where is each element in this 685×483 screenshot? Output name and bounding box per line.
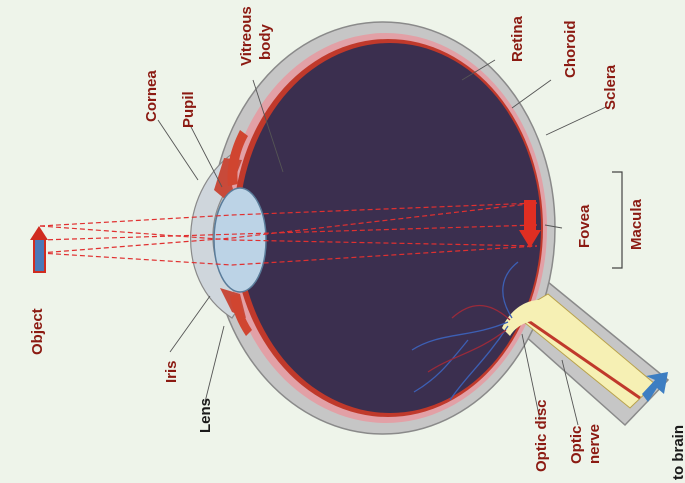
- label-to-brain: to brain: [670, 425, 685, 480]
- label-optic-disc: Optic disc: [533, 399, 550, 472]
- label-vitreous-line1: Vitreous: [238, 6, 255, 66]
- ciliary-body-lower: [230, 294, 252, 336]
- light-rays: [39, 202, 538, 266]
- object-arrow-icon: [30, 226, 48, 273]
- label-sclera: Sclera: [602, 64, 619, 110]
- cornea: [190, 149, 249, 319]
- label-pupil: Pupil: [180, 91, 197, 128]
- label-object: Object: [29, 308, 46, 355]
- image-arrow-icon: [519, 200, 541, 248]
- retinal-arteries: [427, 305, 511, 373]
- optic-nerve-vessel: [523, 316, 641, 400]
- macula-bracket: [612, 171, 623, 269]
- pointer-lines: [157, 59, 607, 426]
- label-macula: Macula: [628, 198, 645, 250]
- label-retina: Retina: [509, 16, 526, 63]
- label-fovea: Fovea: [576, 204, 593, 248]
- label-lens: Lens: [197, 398, 214, 433]
- label-optic-nerve-line2: nerve: [586, 424, 603, 464]
- optic-disc: [502, 299, 546, 336]
- retinal-vessels: [411, 261, 519, 401]
- ciliary-body-upper: [227, 130, 248, 186]
- vitreous-body: [239, 43, 541, 413]
- label-vitreous-line2: body: [257, 24, 274, 60]
- to-brain-arrow-icon: [642, 372, 668, 402]
- label-cornea: Cornea: [143, 70, 160, 122]
- label-optic-nerve-line1: Optic: [568, 426, 585, 464]
- label-choroid: Choroid: [562, 21, 579, 79]
- label-iris: Iris: [163, 360, 180, 383]
